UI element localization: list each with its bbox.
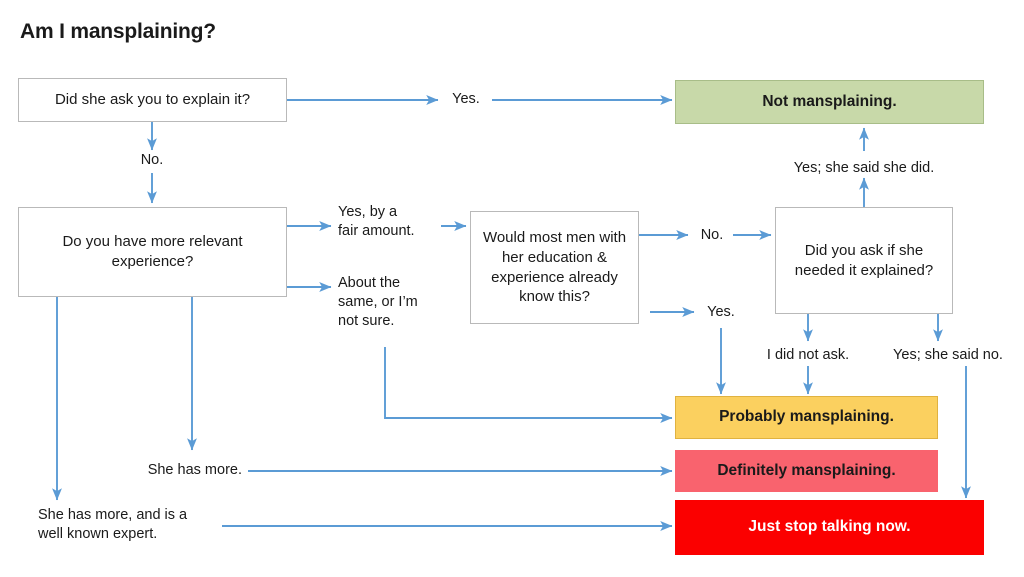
result-label: Not mansplaining. (762, 92, 897, 110)
node-did-she-ask-you-to-explain-it[interactable]: Did she ask you to explain it? (18, 78, 287, 122)
node-label: Did you ask if she needed it explained? (794, 241, 934, 279)
edge-label-i-did-not-ask: I did not ask. (766, 347, 850, 363)
edge-label-yes-she-said-she-did: Yes; she said she did. (793, 160, 935, 176)
result-label: Definitely mansplaining. (717, 461, 896, 479)
edge-label-yes-she-said-no: Yes; she said no. (893, 347, 1003, 363)
result-not-mansplaining[interactable]: Not mansplaining. (675, 80, 984, 124)
result-label: Probably mansplaining. (719, 408, 894, 426)
node-do-you-have-more-relevant-experience[interactable]: Do you have more relevant experience? (18, 207, 287, 297)
edge-label-yes-by-a-fair-amount: Yes, by a fair amount. (338, 204, 415, 240)
edge-label-yes-top: Yes. (452, 91, 480, 107)
node-label: Did she ask you to explain it? (54, 91, 251, 109)
edge-label-yes-most-men: Yes. (707, 304, 735, 320)
page-title: Am I mansplaining? (20, 20, 216, 43)
edge-label-no-most-men: No. (700, 227, 724, 243)
node-would-most-men-already-know-this[interactable]: Would most men with her education & expe… (470, 211, 639, 324)
result-just-stop-talking-now[interactable]: Just stop talking now. (675, 500, 984, 555)
edge-q2-same-b (384, 347, 673, 423)
result-probably-mansplaining[interactable]: Probably mansplaining. (675, 396, 938, 439)
edge-label-no-down: No. (140, 152, 164, 168)
edge-label-about-the-same: About the same, or I’m not sure. (338, 275, 418, 330)
result-label: Just stop talking now. (748, 518, 911, 536)
edge-label-she-has-more-well-known-expert: She has more, and is a well known expert… (38, 507, 188, 543)
node-label: Do you have more relevant experience? (62, 233, 243, 270)
node-did-you-ask-if-she-needed-it-explained[interactable]: Did you ask if she needed it explained? (775, 207, 953, 314)
result-definitely-mansplaining[interactable]: Definitely mansplaining. (675, 450, 938, 492)
node-label: Would most men with her education & expe… (482, 228, 627, 306)
edge-label-she-has-more: She has more. (147, 462, 242, 478)
